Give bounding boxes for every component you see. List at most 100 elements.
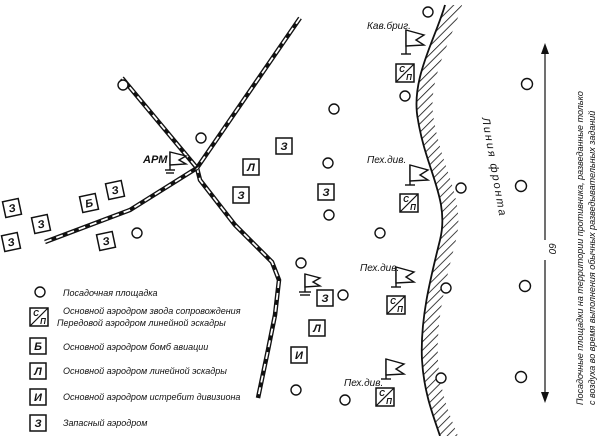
landing-site	[290, 384, 302, 396]
front-line: Линия фронта	[415, 4, 509, 436]
svg-text:Запасный аэродром: Запасный аэродром	[63, 418, 147, 428]
unit-flags	[165, 29, 431, 380]
flag-icon	[381, 358, 407, 380]
svg-text:З: З	[280, 141, 287, 153]
escort-airfield: С П	[386, 295, 406, 315]
railway-east-west	[44, 166, 199, 245]
svg-text:Б: Б	[34, 341, 42, 353]
unit-label: Пех.див.	[344, 378, 383, 389]
reserve-airfield: З	[95, 230, 117, 252]
unit-labels: Кав.бриг. Пех.див. Пех.див. Пех.див. АРМ	[142, 20, 411, 389]
reserve-airfield: З	[232, 186, 250, 204]
unit-label: Кав.бриг.	[367, 20, 411, 32]
landing-site	[455, 182, 467, 194]
svg-text:З: З	[110, 184, 119, 197]
landing-site	[337, 289, 349, 301]
landing-site	[131, 227, 143, 239]
landing-site	[399, 90, 411, 102]
landing-site	[422, 6, 434, 18]
legend-item-bomb: Б Основной аэродром бомб авиации	[29, 337, 208, 355]
hq-label: АРМ	[142, 154, 168, 166]
svg-text:П: П	[397, 305, 403, 314]
svg-text:Основной аэродром бомб авиации: Основной аэродром бомб авиации	[63, 342, 208, 352]
svg-text:З: З	[7, 202, 16, 215]
landing-site	[514, 370, 528, 384]
landing-site	[117, 79, 129, 91]
svg-text:С: С	[399, 65, 405, 74]
unit-label: Пех.див.	[367, 155, 406, 166]
legend: Посадочная площадка С П Основной аэродро…	[29, 286, 241, 432]
svg-text:И: И	[34, 392, 43, 404]
legend-item-landing: Посадочная площадка	[34, 286, 158, 298]
landing-site	[514, 179, 528, 193]
svg-text:З: З	[34, 418, 41, 430]
svg-text:С: С	[403, 195, 409, 204]
side-note-line2: с воздуха во время выполнения обычных ра…	[587, 111, 597, 405]
landing-site	[520, 77, 534, 91]
legend-item-escort: С П Основной аэродром звода сопровождени…	[29, 306, 241, 327]
svg-text:С: С	[33, 309, 39, 318]
svg-text:С: С	[379, 389, 385, 398]
svg-text:З: З	[101, 235, 110, 248]
svg-text:З: З	[237, 190, 244, 202]
reserve-airfield: З	[316, 289, 334, 307]
flag-icon	[391, 266, 417, 288]
legend-item-fighter: И Основной аэродром истребит дивизиона	[29, 388, 240, 406]
landing-sites	[117, 6, 534, 406]
railway-diagonal	[120, 76, 199, 170]
landing-site	[374, 227, 386, 239]
svg-text:И: И	[295, 350, 304, 362]
landing-site	[328, 103, 340, 115]
svg-text:П: П	[406, 73, 412, 82]
flag-icon	[405, 164, 431, 186]
svg-text:Посадочная площадка: Посадочная площадка	[63, 288, 158, 298]
fighter-airfield: И	[290, 346, 308, 364]
svg-text:З: З	[322, 187, 329, 199]
reserve-airfield: З	[317, 183, 335, 201]
landing-site	[518, 279, 532, 293]
reserve-airfield: З	[104, 179, 126, 201]
side-note: 60 Посадочные площадки на территории про…	[538, 43, 597, 405]
svg-text:З: З	[6, 236, 15, 249]
svg-text:Передовой аэродром линейной эс: Передовой аэродром линейной эскадры	[57, 318, 226, 328]
line-squadron-airfield: Л	[242, 158, 260, 176]
reserve-airfield: З	[1, 197, 23, 219]
svg-text:С: С	[390, 297, 396, 306]
svg-text:Основной аэродром звода сопров: Основной аэродром звода сопровождения	[63, 306, 241, 316]
svg-text:З: З	[321, 293, 328, 305]
bomber-airfield: Б	[78, 192, 100, 214]
svg-text:П: П	[386, 397, 392, 406]
escort-airfield: С П	[399, 193, 419, 213]
reserve-airfield: З	[30, 213, 52, 235]
hq-flag-icon	[165, 151, 189, 174]
landing-site	[440, 282, 452, 294]
side-note-line1: Посадочные площадки на территории против…	[575, 91, 585, 405]
flag-icon	[401, 29, 427, 55]
legend-item-line: Л Основной аэродром линейной эскадры	[29, 362, 227, 380]
svg-text:Б: Б	[84, 197, 94, 210]
svg-text:Основной аэродром линейной эск: Основной аэродром линейной эскадры	[63, 366, 227, 376]
reserve-airfield: З	[0, 231, 22, 253]
svg-text:Л: Л	[33, 366, 42, 378]
front-line-label: Линия фронта	[479, 115, 509, 218]
svg-text:Л: Л	[246, 162, 255, 174]
reserve-airfield: З	[275, 137, 293, 155]
railway-north-south	[194, 16, 302, 399]
distance-label: 60	[546, 243, 557, 255]
legend-item-reserve: З Запасный аэродром	[29, 414, 147, 432]
landing-site	[195, 132, 207, 144]
svg-text:П: П	[410, 203, 416, 212]
line-squadron-airfield: Л	[308, 319, 326, 337]
railways	[44, 16, 302, 399]
landing-site	[323, 209, 335, 221]
svg-text:Основной аэродром истребит див: Основной аэродром истребит дивизиона	[63, 392, 240, 402]
landing-site	[295, 257, 307, 269]
forward-airfield-flag-icon	[299, 273, 323, 296]
svg-text:Л: Л	[312, 323, 321, 335]
landing-site	[322, 157, 334, 169]
svg-text:П: П	[40, 317, 46, 326]
landing-site	[339, 394, 351, 406]
svg-text:З: З	[36, 218, 45, 231]
unit-label: Пех.див.	[360, 263, 399, 274]
